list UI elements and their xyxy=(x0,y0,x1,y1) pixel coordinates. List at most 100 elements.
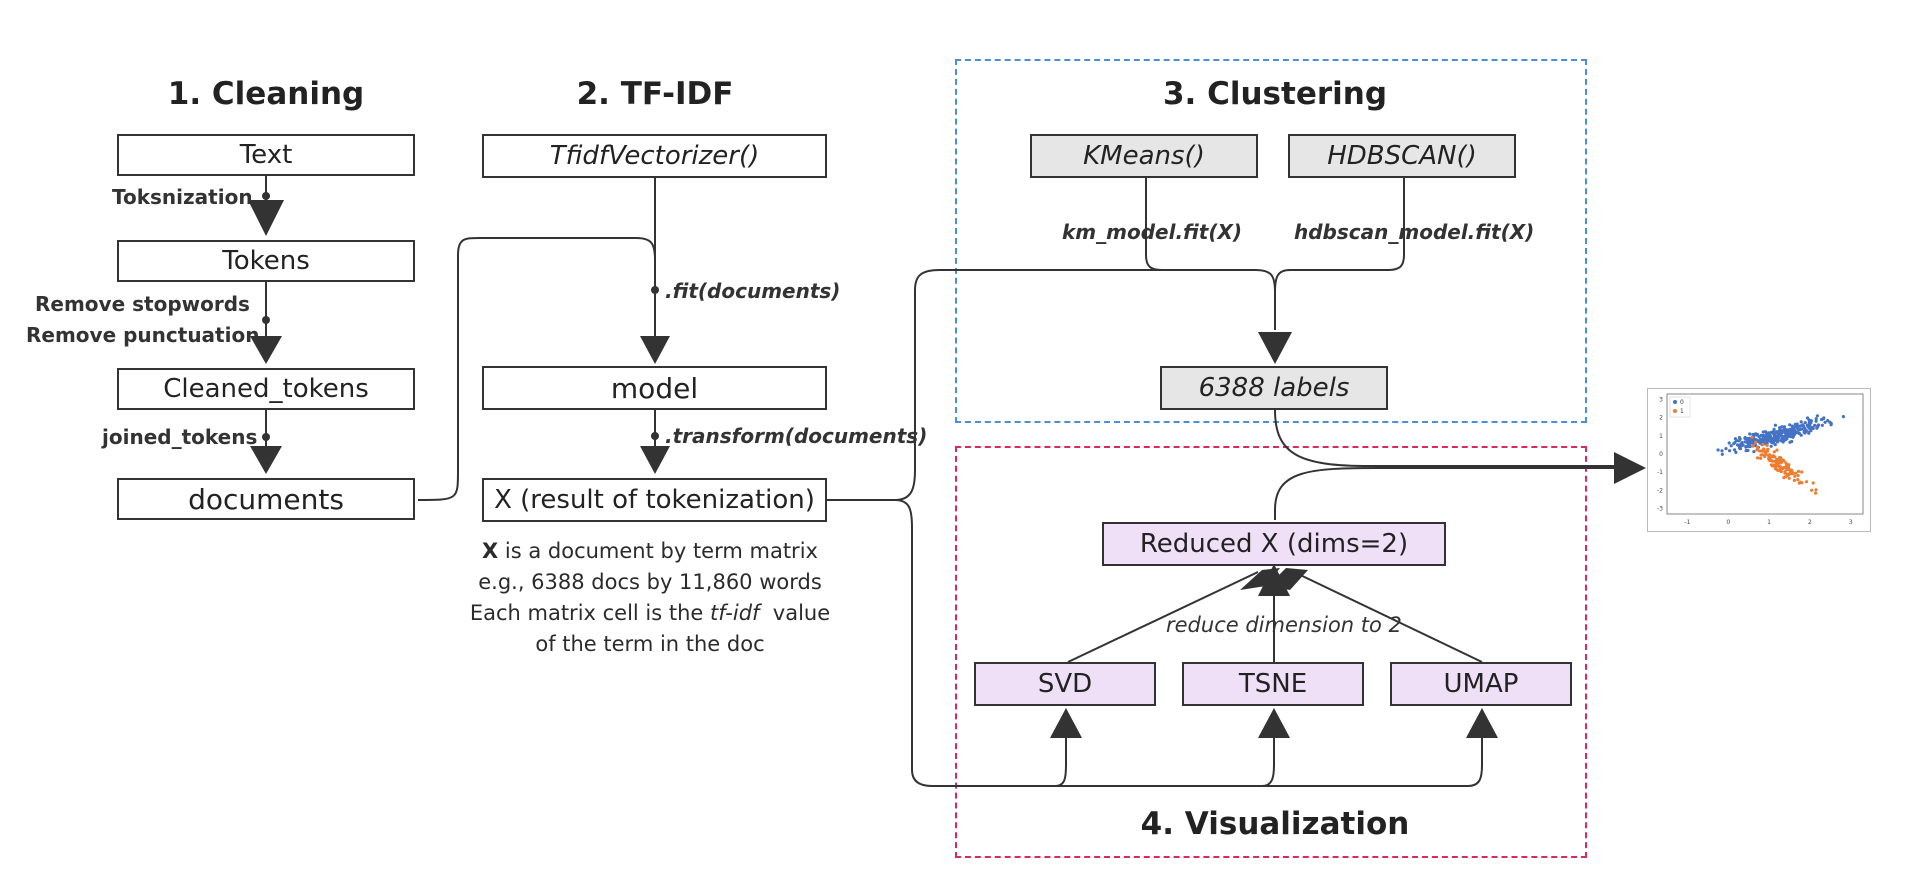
transform-label: .transform(documents) xyxy=(665,424,928,448)
x-result-box: X (result of tokenization) xyxy=(482,478,827,522)
connector-kmeans-labels xyxy=(1145,178,1163,271)
scatter-point xyxy=(1785,468,1789,472)
y-tick-label: -2 xyxy=(1657,487,1663,494)
step-label-tokenization: Toksnization xyxy=(112,185,253,209)
scatter-point xyxy=(1802,430,1806,434)
plot-axes xyxy=(1666,393,1864,515)
scatter-point xyxy=(1741,443,1745,447)
tokens-box: Tokens xyxy=(117,240,415,282)
cleaned-tokens-box: Cleaned_tokens xyxy=(117,368,415,410)
scatter-point xyxy=(1814,488,1818,492)
connector-documents-fit xyxy=(417,237,656,501)
km-fit-label: km_model.fit(X) xyxy=(1062,220,1243,244)
svd-box: SVD xyxy=(974,662,1156,706)
scatter-point xyxy=(1783,470,1787,474)
x-tick-label: 0 xyxy=(1726,519,1730,526)
scatter-points xyxy=(1716,414,1845,495)
scatter-point xyxy=(1763,454,1767,459)
scatter-point xyxy=(1790,433,1794,437)
step-label-stopwords: Remove stopwords xyxy=(35,292,250,316)
scatter-point xyxy=(1728,449,1732,453)
connector-labels-scatter xyxy=(1274,409,1620,467)
scatter-point xyxy=(1810,488,1814,492)
scatter-point xyxy=(1779,434,1784,438)
scatter-point xyxy=(1782,476,1786,480)
scatter-point xyxy=(1804,480,1809,484)
scatter-point xyxy=(1763,434,1767,438)
fit-label: .fit(documents) xyxy=(665,279,841,303)
scatter-point xyxy=(1814,417,1818,421)
scatter-point xyxy=(1823,420,1827,424)
scatter-point xyxy=(1777,429,1781,433)
x-matrix-description: X is a document by term matrix e.g., 638… xyxy=(469,539,831,656)
scatter-point xyxy=(1754,440,1758,444)
documents-box: documents xyxy=(117,478,415,520)
scatter-point xyxy=(1784,438,1788,442)
x-tick-label: 2 xyxy=(1808,519,1812,526)
scatter-point xyxy=(1775,458,1779,462)
scatter-point xyxy=(1759,456,1763,460)
scatter-point xyxy=(1734,450,1738,454)
scatter-point xyxy=(1769,430,1773,434)
scatter-point xyxy=(1724,447,1728,451)
arrowhead-tsne xyxy=(1258,708,1290,738)
section-title-clustering: 3. Clustering xyxy=(1162,76,1388,112)
scatter-point xyxy=(1791,426,1795,430)
scatter-point xyxy=(1761,442,1765,446)
scatter-point xyxy=(1759,453,1763,457)
scatter-point xyxy=(1786,430,1790,434)
scatter-point xyxy=(1799,420,1803,424)
x-tick-label: -1 xyxy=(1684,519,1690,526)
legend-label-1: 1 xyxy=(1680,408,1684,415)
scatter-point xyxy=(1746,445,1750,449)
scatter-point xyxy=(1746,448,1750,453)
labels-box: 6388 labels xyxy=(1160,366,1388,410)
scatter-point xyxy=(1796,469,1801,473)
scatter-point xyxy=(1750,435,1754,439)
scatter-point xyxy=(1787,463,1791,467)
legend-marker-0 xyxy=(1673,400,1677,404)
scatter-point xyxy=(1733,440,1737,445)
scatter-point xyxy=(1779,470,1783,474)
y-tick-label: 1 xyxy=(1659,433,1663,440)
scatter-legend: 0 1 xyxy=(1669,396,1691,418)
hdbscan-box: HDBSCAN() xyxy=(1288,134,1516,178)
section-title-tfidf: 2. TF-IDF xyxy=(576,76,734,112)
scatter-point xyxy=(1737,446,1742,450)
scatter-point xyxy=(1755,445,1759,449)
y-tick-label: 3 xyxy=(1659,397,1663,404)
scatter-point xyxy=(1752,450,1756,454)
scatter-point xyxy=(1720,449,1724,453)
scatter-point xyxy=(1802,424,1806,428)
y-tick-label: 0 xyxy=(1659,451,1663,458)
scatter-point xyxy=(1797,431,1801,436)
scatter-point xyxy=(1829,423,1833,427)
scatter-point xyxy=(1786,433,1790,437)
umap-box: UMAP xyxy=(1390,662,1572,706)
scatter-point xyxy=(1772,432,1776,436)
scatter-point xyxy=(1822,416,1826,420)
arrowhead-scatter xyxy=(1614,452,1646,484)
y-tick-label: -3 xyxy=(1657,506,1663,513)
scatter-point xyxy=(1771,459,1775,463)
scatter-point xyxy=(1775,440,1780,444)
scatter-point xyxy=(1743,436,1747,440)
scatter-point xyxy=(1785,465,1789,469)
tsne-box: TSNE xyxy=(1182,662,1364,706)
arrowhead-labels xyxy=(1258,332,1292,364)
scatter-point xyxy=(1716,448,1720,452)
x-tick-label: 1 xyxy=(1767,519,1771,526)
section-title-visualization: 4. Visualization xyxy=(1140,806,1410,842)
scatter-point xyxy=(1814,491,1818,495)
scatter-point xyxy=(1787,476,1791,480)
scatter-point xyxy=(1761,439,1765,443)
scatter-point xyxy=(1806,425,1810,429)
scatter-point xyxy=(1733,448,1737,452)
y-tick-label: -1 xyxy=(1657,469,1663,476)
scatter-point xyxy=(1755,448,1759,452)
arrowhead-svd xyxy=(1050,708,1082,738)
scatter-point xyxy=(1736,443,1740,447)
